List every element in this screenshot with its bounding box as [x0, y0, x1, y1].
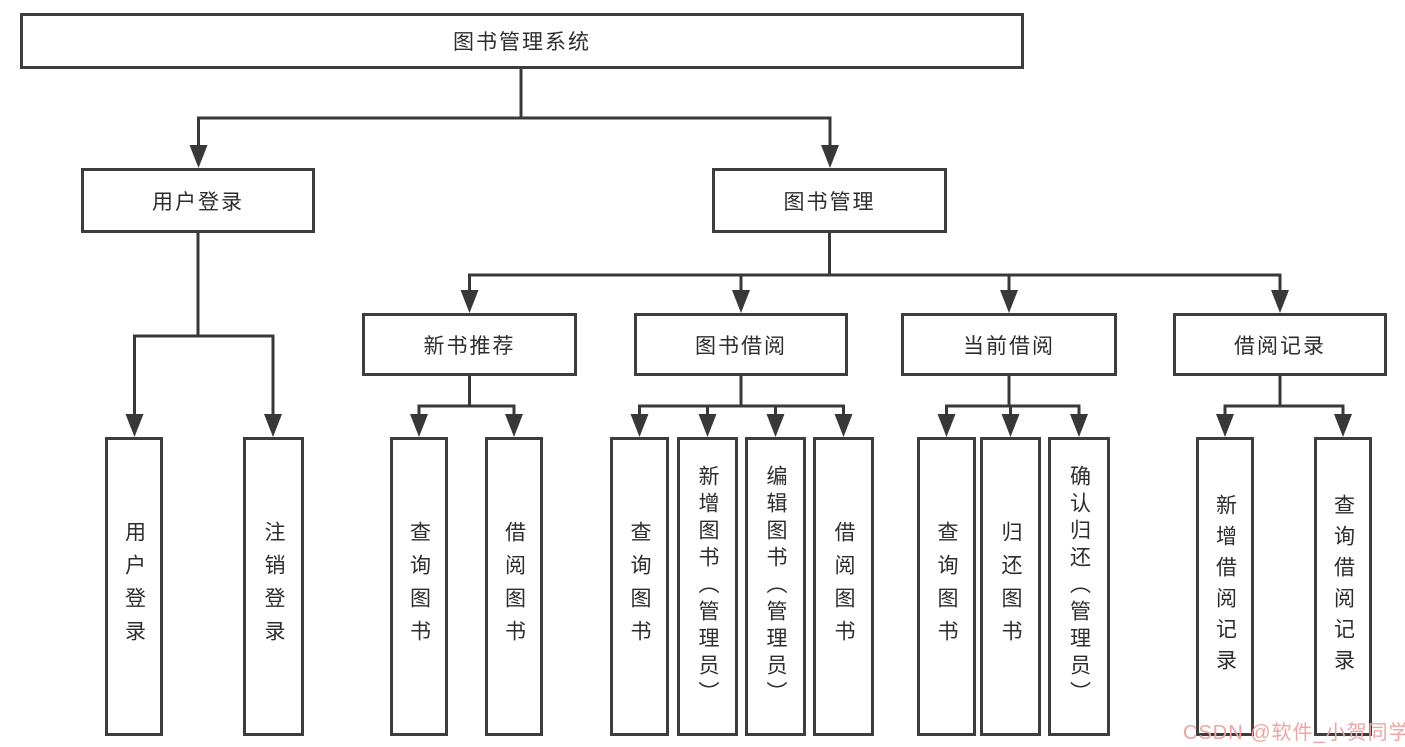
leaf-recommend-borrow-books: 借阅图书 — [485, 437, 543, 736]
leaf-borrow-query-books: 查询图书 — [610, 437, 669, 736]
node-book-borrow: 图书借阅 — [634, 313, 848, 376]
leaf-current-return-books: 归还图书 — [980, 437, 1041, 736]
node-book-management: 图书管理 — [712, 168, 947, 233]
node-user-login: 用户登录 — [81, 168, 315, 233]
leaf-borrow-borrow-books: 借阅图书 — [813, 437, 874, 736]
leaf-records-add-record: 新增借阅记录 — [1196, 437, 1254, 736]
csdn-watermark: CSDN @软件_小贺同学 — [1183, 722, 1405, 744]
leaf-borrow-add-books-admin: 新增图书（管理员） — [677, 437, 738, 736]
node-new-book-recommend: 新书推荐 — [362, 313, 577, 376]
leaf-recommend-query-books: 查询图书 — [390, 437, 448, 736]
leaf-current-confirm-return-admin: 确认归还（管理员） — [1048, 437, 1110, 736]
leaf-logout: 注销登录 — [243, 437, 304, 736]
node-root: 图书管理系统 — [20, 13, 1024, 69]
leaf-user-login: 用户登录 — [105, 437, 163, 736]
node-borrow-records: 借阅记录 — [1173, 313, 1387, 376]
leaf-borrow-edit-books-admin: 编辑图书（管理员） — [745, 437, 806, 736]
leaf-records-query-record: 查询借阅记录 — [1314, 437, 1372, 736]
leaf-current-query-books: 查询图书 — [917, 437, 976, 736]
node-current-borrow: 当前借阅 — [901, 313, 1117, 376]
